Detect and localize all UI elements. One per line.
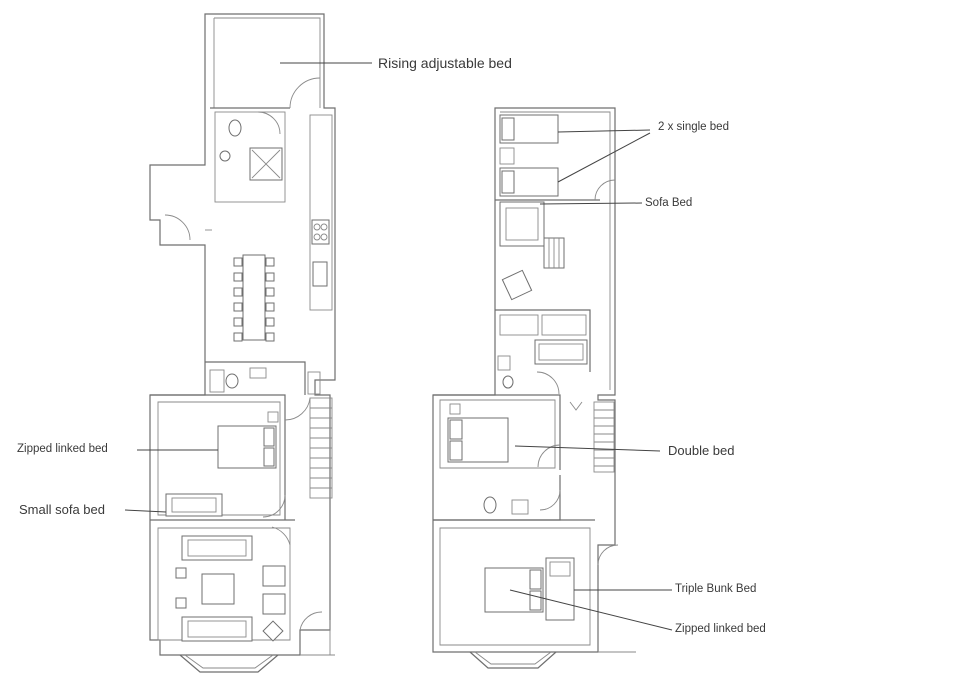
label-zipped-linked-bed-right: Zipped linked bed [675,623,766,635]
sink [312,261,328,287]
hob [311,219,330,245]
dining-chairs [233,257,275,342]
coffee-table [201,573,235,605]
label-sofa-bed: Sofa Bed [645,197,693,209]
sofa-bed [499,201,545,247]
toilet [228,119,242,137]
armchair-right [501,269,533,301]
right-floor [432,107,636,669]
dining-table [242,254,266,341]
label-small-sofa-bed: Small sofa bed [19,502,105,517]
basin [219,150,231,162]
label-zipped-linked-bed-left: Zipped linked bed [17,443,108,455]
label-two-single-beds: 2 x single bed [658,121,729,133]
label-triple-bunk-bed: Triple Bunk Bed [675,583,757,595]
armchair [262,565,286,587]
small-sofa-bed [165,493,223,517]
label-double-bed: Double bed [668,443,735,458]
armchair [262,593,286,615]
leader-lines [124,62,673,631]
triple-bunk-bed [545,557,575,621]
left-floor [149,13,336,673]
label-rising-adjustable-bed: Rising adjustable bed [378,55,512,71]
